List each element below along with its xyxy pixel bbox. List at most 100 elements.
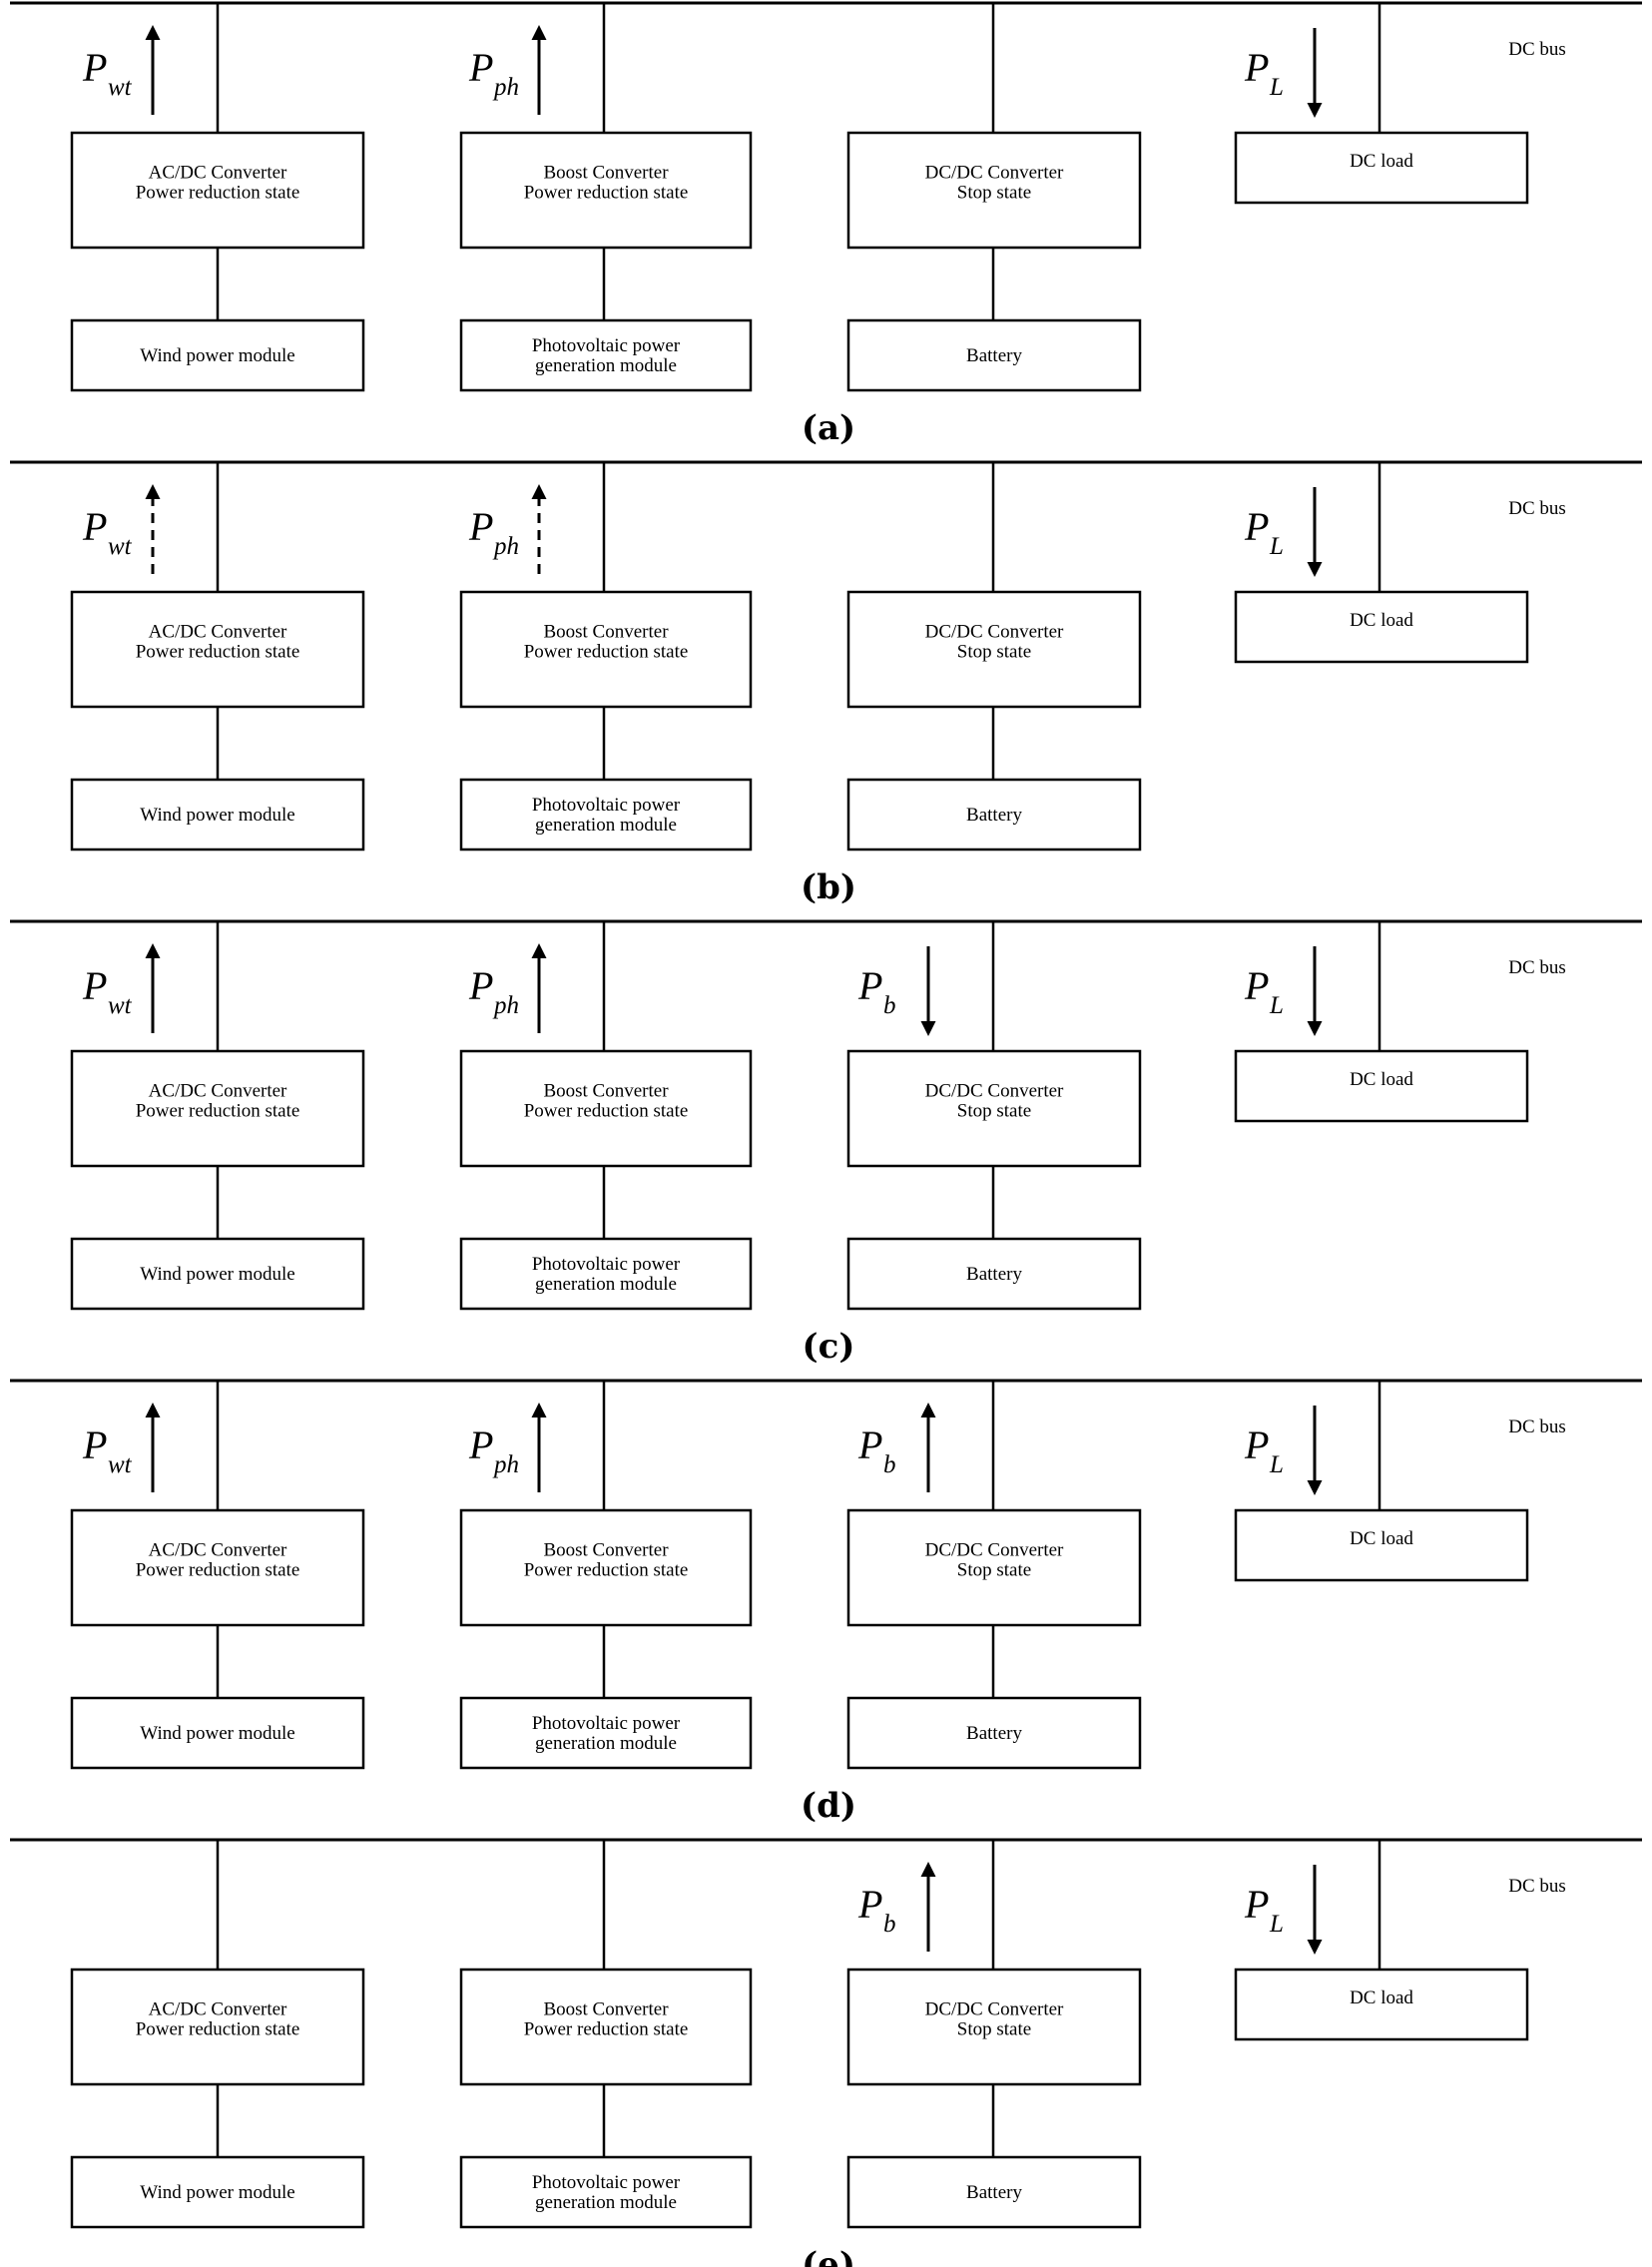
- pv-converter-label: Power reduction state: [524, 1101, 689, 1122]
- pv-module-box: [459, 2155, 753, 2229]
- dc-bus-label: DC bus: [1508, 1417, 1566, 1437]
- battery-converter-box: [846, 131, 1142, 250]
- pv-module-label: generation module: [535, 355, 677, 376]
- wind-power-symbol: P: [82, 45, 107, 90]
- pv-module-label: Photovoltaic power: [532, 335, 681, 356]
- wind-module-box: [70, 778, 365, 851]
- panel-caption: (d): [801, 1786, 856, 1826]
- load-power-subscript: L: [1269, 533, 1284, 560]
- wind-converter-label: AC/DC Converter: [149, 1540, 287, 1561]
- load-power-subscript: L: [1269, 1451, 1284, 1478]
- dc-load-label: DC load: [1350, 1528, 1413, 1549]
- dc-load-label: DC load: [1350, 1987, 1413, 2008]
- pv-power-subscript: ph: [492, 74, 519, 101]
- battery-converter-label: DC/DC Converter: [925, 622, 1064, 643]
- dc-bus-label: DC bus: [1508, 1876, 1566, 1897]
- wind-converter-label: Power reduction state: [136, 183, 300, 204]
- pv-converter-label: Power reduction state: [524, 642, 689, 663]
- battery-converter-label: DC/DC Converter: [925, 1999, 1064, 2020]
- battery-converter-box: [846, 590, 1142, 709]
- pv-module-label: Photovoltaic power: [532, 2172, 681, 2193]
- pv-converter-label: Boost Converter: [543, 163, 669, 184]
- pv-power-subscript: ph: [492, 992, 519, 1019]
- pv-module-label: generation module: [535, 1274, 677, 1295]
- wind-module-box: [70, 1237, 365, 1311]
- battery-module-label: Battery: [966, 1264, 1022, 1285]
- dc-bus-label: DC bus: [1508, 39, 1566, 60]
- pv-converter-label: Boost Converter: [543, 622, 669, 643]
- dc-load-label: DC load: [1350, 1069, 1413, 1090]
- panel-caption: (a): [802, 408, 855, 448]
- battery-module-label: Battery: [966, 805, 1022, 826]
- pv-converter-box: [459, 131, 753, 250]
- panel-caption: (b): [801, 867, 856, 907]
- load-power-subscript: L: [1269, 1911, 1284, 1938]
- pv-converter-box: [459, 590, 753, 709]
- dc-load-box: [1234, 1968, 1529, 2041]
- wind-converter-label: AC/DC Converter: [149, 1999, 287, 2020]
- pv-power-subscript: ph: [492, 1451, 519, 1478]
- battery-power-subscript: b: [883, 1451, 896, 1478]
- dc-load-box: [1234, 131, 1529, 205]
- dc-load-label: DC load: [1350, 151, 1413, 172]
- load-power-symbol: P: [1244, 504, 1269, 549]
- wind-power-subscript: wt: [108, 992, 133, 1019]
- battery-power-subscript: b: [883, 1911, 896, 1938]
- wind-power-symbol: P: [82, 963, 107, 1008]
- wind-converter-box: [70, 1508, 365, 1627]
- pv-converter-label: Boost Converter: [543, 1081, 669, 1102]
- pv-module-label: Photovoltaic power: [532, 1254, 681, 1275]
- battery-converter-label: DC/DC Converter: [925, 1081, 1064, 1102]
- wind-power-symbol: P: [82, 504, 107, 549]
- pv-converter-label: Power reduction state: [524, 1560, 689, 1581]
- battery-module-box: [846, 778, 1142, 851]
- pv-power-subscript: ph: [492, 533, 519, 560]
- battery-module-box: [846, 1237, 1142, 1311]
- battery-converter-label: Stop state: [957, 1560, 1031, 1581]
- battery-module-box: [846, 318, 1142, 392]
- pv-power-symbol: P: [468, 1422, 493, 1467]
- pv-module-box: [459, 1237, 753, 1311]
- pv-module-box: [459, 1696, 753, 1770]
- pv-converter-box: [459, 1968, 753, 2086]
- load-power-subscript: L: [1269, 74, 1284, 101]
- pv-converter-box: [459, 1508, 753, 1627]
- wind-converter-label: AC/DC Converter: [149, 1081, 287, 1102]
- battery-converter-label: Stop state: [957, 1101, 1031, 1122]
- wind-power-symbol: P: [82, 1422, 107, 1467]
- pv-converter-label: Power reduction state: [524, 183, 689, 204]
- dc-load-box: [1234, 590, 1529, 664]
- panel-caption: (e): [802, 2245, 855, 2267]
- pv-converter-label: Power reduction state: [524, 2019, 689, 2040]
- wind-converter-box: [70, 590, 365, 709]
- dc-load-box: [1234, 1049, 1529, 1123]
- wind-converter-box: [70, 131, 365, 250]
- battery-converter-box: [846, 1968, 1142, 2086]
- wind-module-label: Wind power module: [140, 345, 294, 366]
- wind-module-box: [70, 1696, 365, 1770]
- pv-module-box: [459, 318, 753, 392]
- wind-module-label: Wind power module: [140, 1264, 294, 1285]
- battery-converter-box: [846, 1508, 1142, 1627]
- load-power-subscript: L: [1269, 992, 1284, 1019]
- load-power-symbol: P: [1244, 963, 1269, 1008]
- wind-converter-box: [70, 1049, 365, 1168]
- battery-power-symbol: P: [857, 1422, 882, 1467]
- battery-module-label: Battery: [966, 2182, 1022, 2203]
- pv-module-label: generation module: [535, 815, 677, 836]
- load-power-symbol: P: [1244, 45, 1269, 90]
- battery-module-box: [846, 1696, 1142, 1770]
- battery-converter-label: Stop state: [957, 642, 1031, 663]
- pv-module-label: Photovoltaic power: [532, 795, 681, 816]
- wind-converter-label: Power reduction state: [136, 642, 300, 663]
- pv-module-label: Photovoltaic power: [532, 1713, 681, 1734]
- battery-power-subscript: b: [883, 992, 896, 1019]
- battery-converter-label: DC/DC Converter: [925, 1540, 1064, 1561]
- wind-module-label: Wind power module: [140, 1723, 294, 1744]
- wind-power-subscript: wt: [108, 533, 133, 560]
